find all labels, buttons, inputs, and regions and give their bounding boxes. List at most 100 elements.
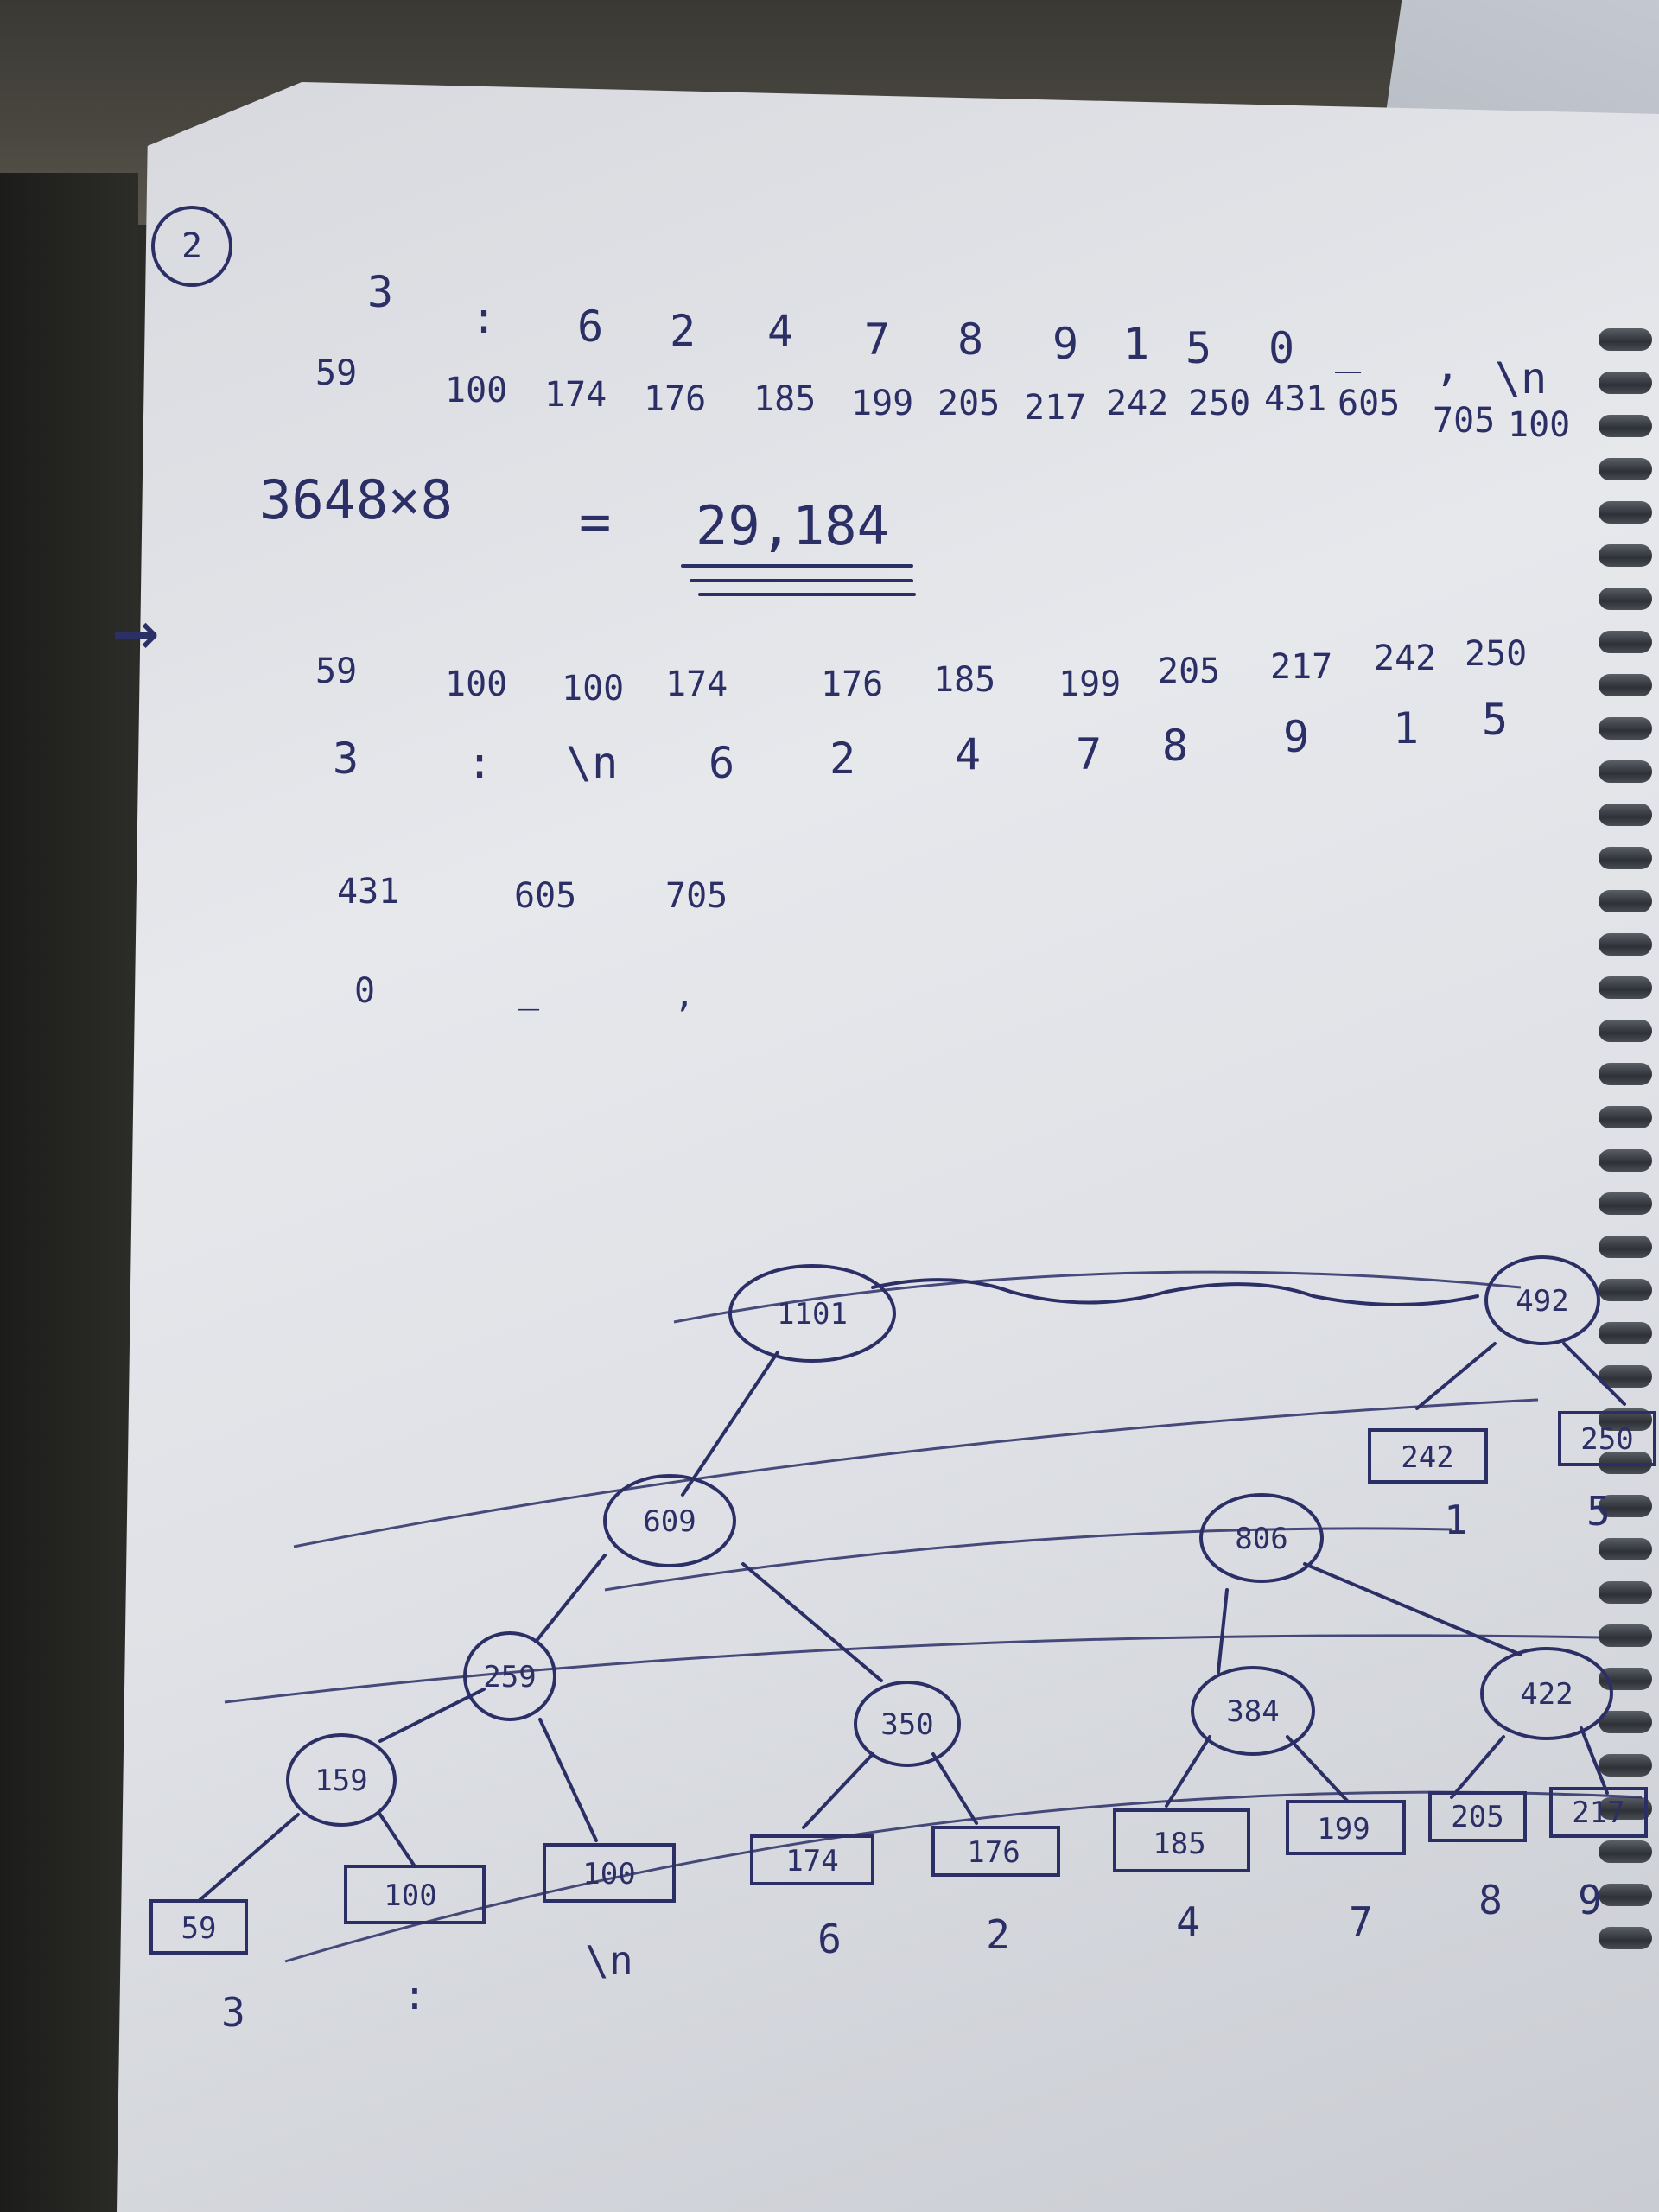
char-3: 2 [670, 306, 696, 356]
leaf-box-6 [1286, 1800, 1406, 1855]
value-0: 59 [315, 353, 357, 393]
sorted2-char-0: 0 [354, 971, 375, 1011]
node-1101 [728, 1264, 896, 1363]
sorted-char-5: 4 [955, 729, 981, 779]
sorted-value-10: 250 [1465, 634, 1527, 674]
char-10: 0 [1268, 323, 1294, 373]
node-609 [603, 1474, 736, 1567]
frequency-characters-row: 3 : 6 2 4 7 8 9 1 5 0 _ , \n [367, 267, 1547, 404]
leaf-value-1: 100 [384, 1878, 436, 1913]
char-6: 8 [957, 315, 983, 365]
notebook-page [117, 82, 1659, 2212]
sorted-char-10: 5 [1482, 695, 1508, 745]
value-3: 176 [644, 379, 706, 419]
sorted-value-5: 185 [933, 660, 995, 700]
sorted-char-4: 2 [830, 734, 855, 784]
problem-number-circle [151, 206, 232, 287]
node-1101-label: 1101 [777, 1297, 848, 1332]
calculation: 3648×8 = 29,184 [259, 468, 916, 596]
scribble-link [871, 1278, 1479, 1306]
node-259-label: 259 [483, 1660, 536, 1694]
value-11: 605 [1338, 384, 1400, 423]
leaf-char-7: 8 [1478, 1877, 1503, 1923]
leaf-value-4: 176 [967, 1835, 1020, 1870]
leaf-value-10: 250 [1580, 1422, 1633, 1457]
node-384-label: 384 [1226, 1694, 1279, 1729]
sorted-value-9: 242 [1374, 639, 1436, 678]
calculation-result: 29,184 [696, 494, 889, 557]
tree-edges [197, 1342, 1626, 1903]
leaf-char-0: 3 [221, 1989, 245, 2036]
char-12: , [1434, 340, 1460, 391]
sorted-value-8: 217 [1270, 647, 1332, 687]
sorted-char-9: 1 [1393, 703, 1419, 753]
node-492-label: 492 [1516, 1284, 1568, 1319]
sorted-value-7: 205 [1158, 652, 1220, 691]
value-13: 100 [1508, 405, 1570, 445]
char-11: _ [1335, 323, 1362, 373]
sorted-value-4: 176 [821, 664, 883, 704]
sorted-value-3: 174 [665, 664, 728, 704]
leaf-value-2: 100 [582, 1857, 635, 1891]
value-4: 185 [753, 379, 816, 419]
value-8: 242 [1106, 384, 1168, 423]
calculation-equals: = [579, 490, 611, 553]
leaf-char-10: 5 [1586, 1488, 1611, 1535]
sorted-char-0: 3 [333, 734, 359, 784]
value-9: 250 [1188, 384, 1250, 423]
leaf-value-9: 242 [1401, 1440, 1453, 1475]
value-5: 199 [851, 384, 913, 423]
tree-internal-nodes: 1101 492 609 806 259 350 384 422 159 [286, 1255, 1613, 1827]
value-6: 205 [938, 384, 1000, 423]
node-806-label: 806 [1235, 1522, 1287, 1556]
leaf-char-5: 4 [1176, 1898, 1200, 1945]
leaf-box-7 [1428, 1791, 1527, 1842]
node-384 [1191, 1666, 1315, 1756]
node-159-label: 159 [315, 1764, 367, 1798]
sorted-values-row: 59 100 100 174 176 185 199 205 217 242 2… [315, 634, 1527, 709]
leaf-char-3: 6 [817, 1916, 842, 1962]
leaf-box-2 [543, 1843, 676, 1903]
tree-leaves: 59 3 100 : 100 \n 174 6 176 2 185 4 199 … [149, 1411, 1656, 2036]
calculation-left: 3648×8 [259, 468, 453, 531]
value-1: 100 [445, 371, 507, 410]
char-8: 1 [1123, 319, 1149, 369]
sorted-char-1: : [467, 738, 493, 788]
leaf-char-1: : [403, 1972, 427, 2018]
sorted-value-0: 59 [315, 652, 357, 691]
sorted-char-3: 6 [709, 738, 734, 788]
char-9: 5 [1185, 323, 1211, 373]
arrow: → [112, 585, 159, 676]
value-12: 705 [1433, 401, 1495, 441]
node-492 [1484, 1255, 1600, 1345]
leaf-value-7: 205 [1451, 1800, 1503, 1834]
node-159 [286, 1733, 397, 1827]
sorted2-value-0: 431 [337, 872, 399, 912]
sorted-char-6: 7 [1076, 729, 1102, 779]
sorted-characters-row: 3 : \n 6 2 4 7 8 9 1 5 [333, 695, 1508, 788]
leaf-value-6: 199 [1317, 1812, 1370, 1847]
sorted2-value-1: 605 [514, 876, 576, 916]
sorted2-value-2: 705 [665, 876, 728, 916]
leaf-box-8 [1549, 1787, 1648, 1838]
sorted2-char-2: , [674, 976, 695, 1015]
char-4: 4 [767, 306, 793, 356]
sorted-value-6: 199 [1058, 664, 1121, 704]
leaf-box-0 [149, 1899, 248, 1955]
node-259 [463, 1631, 556, 1721]
leaf-box-1 [344, 1865, 486, 1924]
value-2: 174 [544, 375, 607, 415]
problem-number: 2 [181, 226, 202, 266]
node-609-label: 609 [643, 1504, 696, 1539]
leaf-box-4 [931, 1826, 1060, 1877]
frequency-values-row: 59 100 174 176 185 199 205 217 242 250 4… [315, 353, 1570, 445]
leaf-box-9 [1368, 1428, 1488, 1484]
node-350-label: 350 [880, 1707, 933, 1742]
node-806 [1199, 1493, 1324, 1583]
sorted-char-7: 8 [1162, 721, 1188, 771]
sorted2-char-1: _ [518, 971, 540, 1011]
value-7: 217 [1024, 388, 1086, 428]
leaf-char-9: 1 [1444, 1497, 1468, 1543]
node-422-label: 422 [1520, 1677, 1573, 1712]
